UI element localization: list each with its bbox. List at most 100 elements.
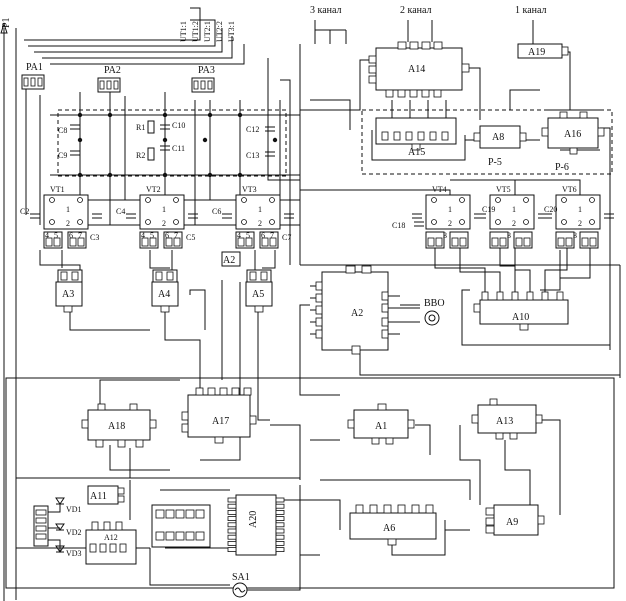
c8-label: C8 — [58, 126, 67, 135]
module-a1: A1 — [347, 403, 415, 445]
pin-number: 1 — [512, 205, 516, 214]
module-a20: A20 — [227, 494, 285, 556]
c3-label: C3 — [90, 233, 99, 242]
module-a5: A5 — [245, 269, 273, 313]
module-a14: A14 — [368, 41, 470, 98]
pin-number: 4 — [45, 231, 49, 240]
pin-number: 1 — [66, 205, 70, 214]
ut-label: UT1:1 — [179, 21, 188, 42]
pin-number: 2 — [448, 219, 452, 228]
bbo-label: BBO — [424, 298, 445, 309]
a17-label: A17 — [212, 416, 229, 427]
a5-label: A5 — [252, 289, 264, 300]
a11-label: A11 — [90, 491, 107, 502]
pin-number: 5 — [54, 231, 58, 240]
c20-label: C20 — [544, 205, 557, 214]
c6-label: C6 — [212, 207, 221, 216]
a13-label: A13 — [496, 416, 513, 427]
pin-number: 2 — [258, 219, 262, 228]
module-a2: A2 — [315, 265, 389, 355]
a2b-label: A2 — [223, 255, 235, 266]
a19-label: A19 — [528, 47, 545, 58]
capacitor-bank: C8 C9 R1 R2 C10 C11 C12 C13 — [58, 112, 278, 178]
pa1-label: PA1 — [26, 62, 43, 73]
c9-label: C9 — [58, 151, 67, 160]
p5-label: P-5 — [488, 157, 502, 168]
a20-label: A20 — [248, 511, 259, 528]
vt5-label: VT5 — [496, 185, 511, 194]
module-a16: A16 — [541, 111, 605, 155]
r1-label: R1 — [136, 123, 145, 132]
r2-label: R2 — [136, 151, 145, 160]
a3-label: A3 — [62, 289, 74, 300]
a16-label: A16 — [564, 129, 581, 140]
module-a10: A10 — [473, 291, 569, 331]
c10-label: C10 — [172, 121, 185, 130]
a2-label: A2 — [351, 308, 363, 319]
channel-3-label: 3 канал — [310, 5, 342, 16]
pin-number: 7 — [174, 231, 178, 240]
ut-label: UT1:2 — [191, 21, 200, 42]
module-a11: A11 — [87, 485, 125, 505]
module-a4: A4 — [151, 269, 179, 313]
vt4-label: VT4 — [432, 185, 447, 194]
module-a8: A8 — [473, 125, 527, 149]
pin-number: 2 — [162, 219, 166, 228]
c19-label: C19 — [482, 205, 495, 214]
c5-label: C5 — [186, 233, 195, 242]
a15-label: A15 — [408, 147, 425, 158]
pin-number: 4 — [141, 231, 145, 240]
connector-box — [151, 504, 211, 548]
a8-label: A8 — [492, 132, 504, 143]
ut-label: UT3:1 — [227, 21, 236, 42]
pin-number: 6 — [261, 231, 265, 240]
vt2-label: VT2 — [146, 185, 161, 194]
a18-label: A18 — [108, 421, 125, 432]
module-a17: A17 — [181, 387, 257, 444]
module-a9: A9 — [485, 504, 545, 536]
pa1-connector: PA1 — [21, 62, 45, 90]
pa3-label: PA3 — [198, 65, 215, 76]
capacitor-bank-enclosure — [57, 109, 287, 177]
pin-number: 3 — [443, 231, 447, 240]
vd2-label: VD2 — [66, 528, 82, 537]
a4-label: A4 — [158, 289, 170, 300]
module-a15: A15 — [375, 117, 457, 158]
a12-label: A12 — [104, 533, 118, 542]
module-a13: A13 — [471, 398, 543, 440]
channel-1-label: 1 канал — [515, 5, 547, 16]
c13-label: C13 — [246, 151, 259, 160]
pin-number: 3 — [573, 231, 577, 240]
p-enclosure — [361, 109, 613, 175]
channel-2-label: 2 канал — [400, 5, 432, 16]
c4-label: C4 — [116, 207, 125, 216]
pin-number: 5 — [246, 231, 250, 240]
module-a19: A19 — [517, 43, 569, 59]
p6-label: P-6 — [555, 162, 569, 173]
sa1-label: SA1 — [232, 572, 250, 583]
ut-label: UT2:2 — [215, 21, 224, 42]
switch-sa1: SA1 — [232, 572, 250, 598]
pin-number: 2 — [66, 219, 70, 228]
p1-label: P1 — [1, 17, 12, 28]
pin-number: 1 — [578, 205, 582, 214]
module-a18: A18 — [81, 403, 157, 448]
pin-number: 6 — [165, 231, 169, 240]
fan-bbo: BBO — [424, 298, 445, 326]
diode-block: VD1 VD2 VD3 — [33, 497, 82, 558]
c18-label: C18 — [392, 221, 405, 230]
module-a6: A6 — [349, 504, 437, 546]
pa3-connector: PA3 — [191, 65, 215, 93]
module-a3: A3 — [55, 269, 83, 313]
pin-number: 7 — [78, 231, 82, 240]
module-a12: A12 — [85, 521, 137, 565]
pin-number: 1 — [258, 205, 262, 214]
